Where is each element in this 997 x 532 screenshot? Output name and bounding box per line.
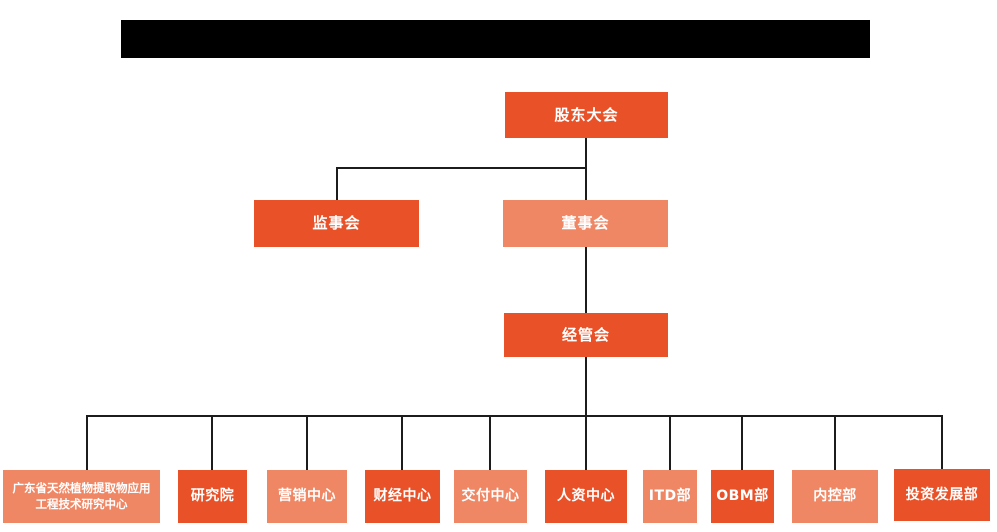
node-dept-obm: OBM部 — [711, 470, 774, 523]
connector-level4-horizontal — [86, 415, 943, 417]
node-dept-investment-development: 投资发展部 — [894, 469, 990, 521]
connector-drop-research-institute — [211, 415, 213, 470]
connector-drop-marketing — [306, 415, 308, 470]
node-dept-hr-center: 人资中心 — [545, 470, 627, 523]
node-dept-delivery-center: 交付中心 — [454, 470, 527, 523]
node-dept-finance-center: 财经中心 — [365, 470, 440, 523]
connector-drop-research-center — [86, 415, 88, 470]
connector-drop-itd — [669, 415, 671, 470]
node-dept-marketing-center: 营销中心 — [267, 470, 347, 523]
connector-drop-delivery — [489, 415, 491, 470]
node-dept-research-institute: 研究院 — [178, 470, 247, 523]
node-supervisory-board: 监事会 — [254, 200, 419, 247]
connector-drop-obm — [741, 415, 743, 470]
node-board-of-directors: 董事会 — [503, 200, 668, 247]
connector-shareholders-down — [585, 138, 587, 200]
node-dept-itd: ITD部 — [643, 470, 697, 523]
node-shareholders-meeting: 股东大会 — [505, 92, 668, 138]
connector-drop-internal-control — [834, 415, 836, 470]
connector-supervisory-drop — [336, 167, 338, 200]
connector-board-to-management — [585, 246, 587, 313]
node-dept-research-center: 广东省天然植物提取物应用工程技术研究中心 — [3, 470, 160, 523]
connector-drop-finance — [401, 415, 403, 470]
connector-drop-investment — [941, 415, 943, 470]
node-management-committee: 经管会 — [504, 313, 668, 357]
connector-level2-horizontal — [336, 167, 587, 169]
redacted-title-bar — [121, 20, 870, 58]
node-dept-internal-control: 内控部 — [792, 470, 878, 523]
connector-management-down — [585, 357, 587, 470]
